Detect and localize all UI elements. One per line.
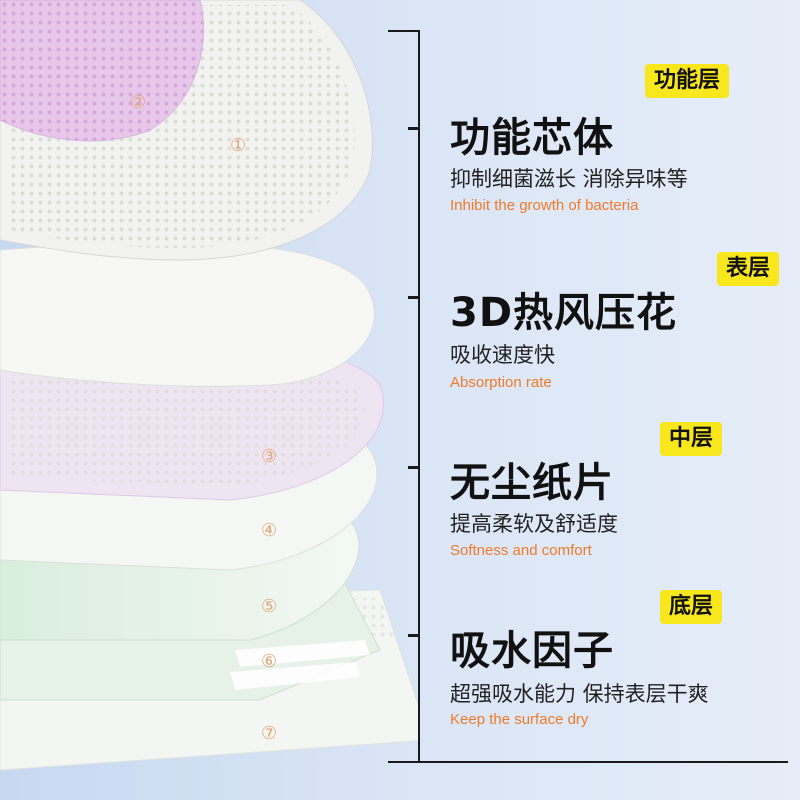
timeline-bottom-rule — [388, 761, 788, 763]
timeline-tick-3 — [408, 466, 420, 469]
en-bottom: Keep the surface dry — [450, 711, 589, 728]
marker-6: ⑥ — [261, 651, 278, 672]
desc-middle: 提高柔软及舒适度 — [450, 512, 618, 536]
desc-bottom: 超强吸水能力 保持表层干爽 — [450, 682, 709, 706]
marker-3: ③ — [261, 446, 278, 467]
badge-functional: 功能层 — [645, 64, 730, 98]
timeline-tick-1 — [408, 127, 420, 130]
badge-middle: 中层 — [660, 422, 723, 456]
en-functional: Inhibit the growth of bacteria — [450, 197, 639, 214]
en-surface: Absorption rate — [450, 374, 552, 391]
title-functional: 功能芯体 — [450, 115, 614, 161]
badge-bottom: 底层 — [660, 590, 723, 624]
pad-layers-illustration — [0, 0, 420, 771]
title-bottom: 吸水因子 — [450, 628, 614, 674]
title-surface: 3D热风压花 — [450, 290, 678, 336]
layer-2-core — [0, 0, 204, 142]
title-middle: 无尘纸片 — [450, 460, 614, 506]
desc-surface: 吸收速度快 — [450, 343, 555, 367]
marker-5: ⑤ — [261, 596, 278, 617]
marker-1: ① — [230, 135, 247, 156]
marker-4: ④ — [261, 520, 278, 541]
timeline-top-cap — [388, 30, 420, 32]
layer-section-middle: 中层 无尘纸片 提高柔软及舒适度 Softness and comfort — [450, 400, 790, 560]
timeline-tick-4 — [408, 634, 420, 637]
en-middle: Softness and comfort — [450, 542, 592, 559]
layer-2-sheet — [0, 241, 375, 387]
layer-section-functional: 功能层 功能芯体 抑制细菌滋长 消除异味等 Inhibit the growth… — [450, 60, 790, 220]
marker-7: ⑦ — [261, 723, 278, 744]
layer-section-bottom: 底层 吸水因子 超强吸水能力 保持表层干爽 Keep the surface d… — [450, 568, 790, 738]
marker-2: ② — [130, 92, 147, 113]
desc-functional: 抑制细菌滋长 消除异味等 — [450, 167, 688, 191]
timeline-line — [418, 30, 420, 763]
timeline-tick-2 — [408, 296, 420, 299]
layer-section-surface: 表层 3D热风压花 吸收速度快 Absorption rate — [450, 232, 790, 392]
badge-surface: 表层 — [717, 252, 780, 286]
